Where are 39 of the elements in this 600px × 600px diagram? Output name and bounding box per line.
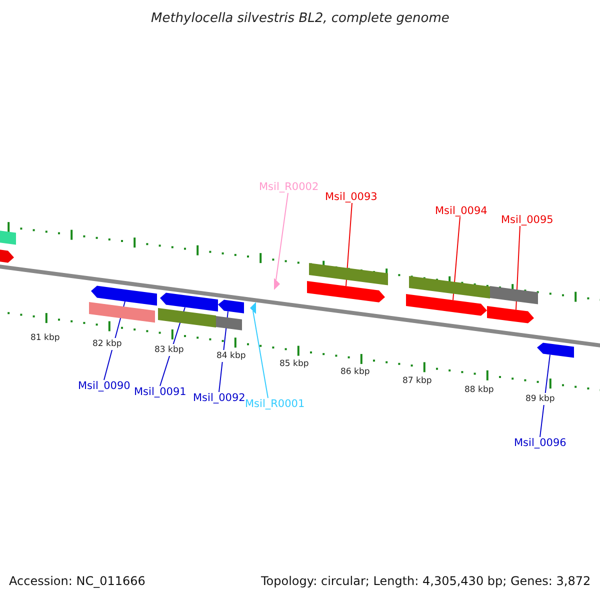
- gene-feature: [0, 230, 16, 245]
- scale-label: 89 kbp: [524, 393, 556, 405]
- scale-label: 86 kbp: [340, 366, 371, 378]
- gene-feature: [216, 316, 242, 330]
- gene-feature: [537, 342, 574, 358]
- gene-label: Msil_R0001: [245, 398, 305, 410]
- gene-label: Msil_0093: [325, 191, 378, 203]
- scale-label: 82 kbp: [92, 338, 123, 350]
- gene-feature: [309, 263, 388, 286]
- gene-feature: [490, 286, 538, 304]
- rna-gene-marker: [250, 302, 256, 314]
- gene-label: Msil_0094: [435, 205, 488, 217]
- gene-label: Msil_0095: [501, 214, 554, 226]
- gene-label: Msil_R0002: [259, 181, 319, 193]
- rna-gene-marker: [274, 278, 280, 290]
- gene-feature: [91, 286, 157, 306]
- gene-feature: [406, 294, 487, 316]
- scale-label: 87 kbp: [402, 375, 433, 387]
- gene-feature: [0, 249, 14, 263]
- gene-label: Msil_0091: [134, 386, 186, 398]
- gene-feature: [158, 308, 216, 328]
- gene-feature: [409, 276, 490, 298]
- scale-label: 81 kbp: [30, 332, 61, 344]
- genome-summary: Topology: circular; Length: 4,305,430 bp; Genes: 3,872: [261, 574, 591, 588]
- scale-label: 83 kbp: [154, 344, 185, 356]
- scale-label: 88 kbp: [464, 384, 495, 396]
- gene-label: Msil_0096: [514, 437, 566, 449]
- gene-label: Msil_0090: [78, 380, 130, 392]
- gene-feature: [307, 281, 385, 302]
- gene-feature: [89, 302, 155, 323]
- gene-feature: [487, 306, 534, 324]
- scale-label: 85 kbp: [278, 358, 310, 370]
- gene-label: Msil_0092: [193, 392, 246, 404]
- accession-text: Accession: NC_011666: [9, 574, 146, 588]
- leader-line: [276, 192, 288, 280]
- gene-feature: [218, 300, 244, 314]
- diagram-title: Methylocella silvestris BL2, complete genome: [151, 11, 450, 26]
- leader-line: [252, 310, 268, 398]
- scale-label: 84 kbp: [216, 350, 247, 362]
